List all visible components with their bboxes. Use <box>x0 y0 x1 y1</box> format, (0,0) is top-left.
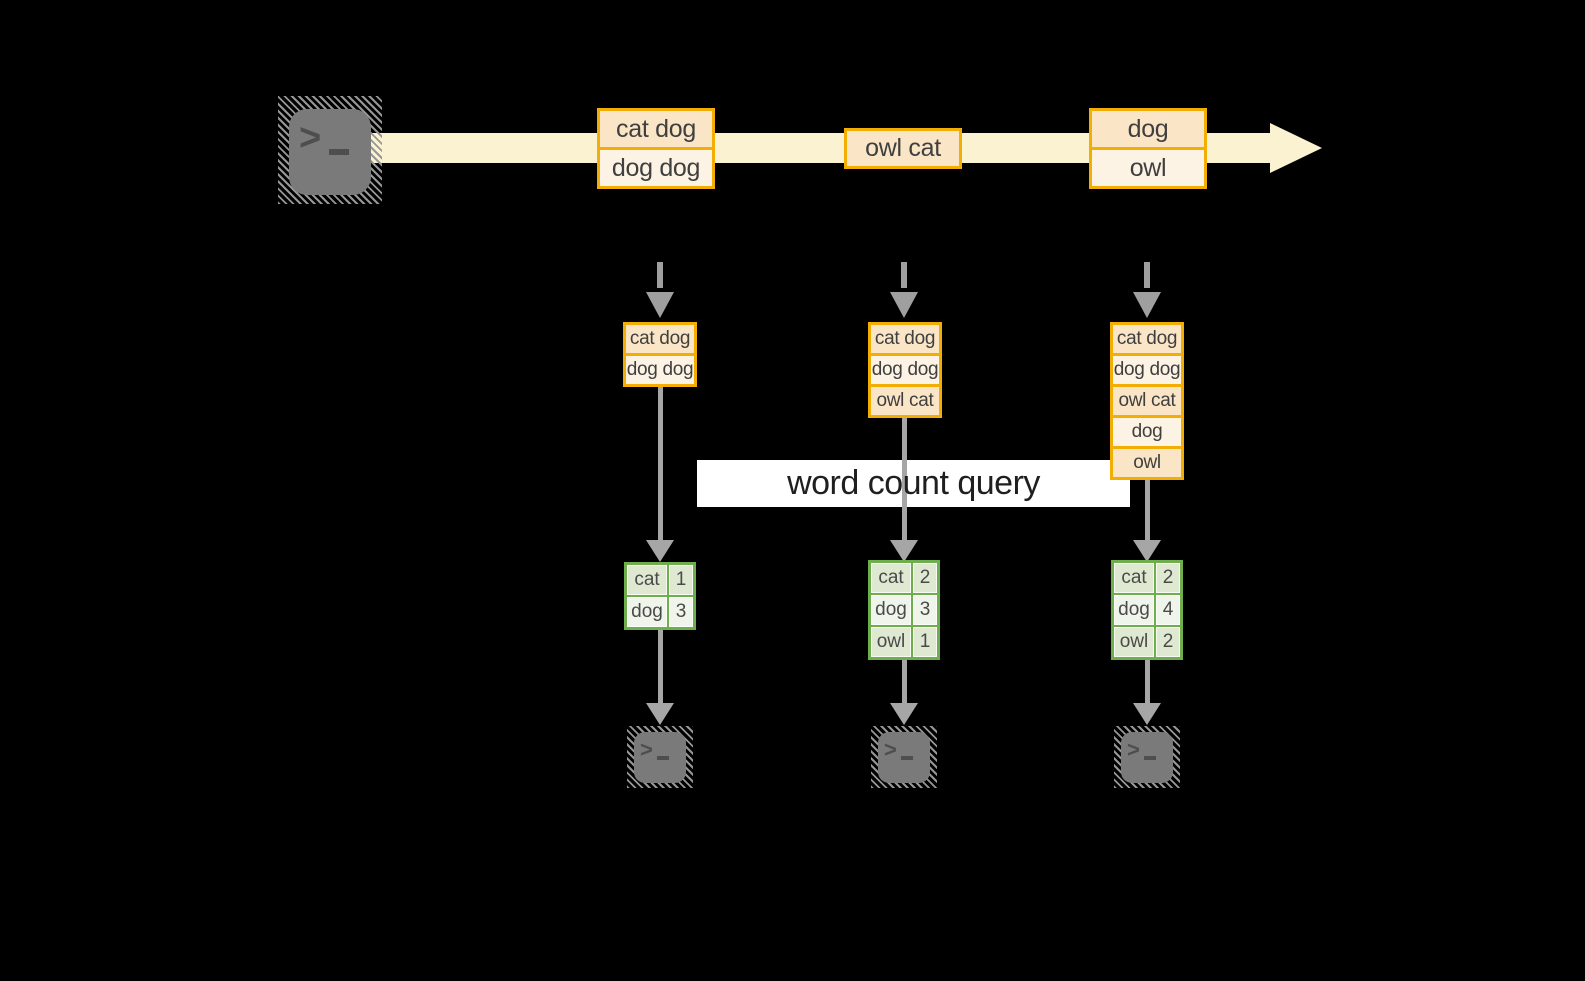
record-row: dog <box>1092 111 1204 147</box>
arrowhead-icon <box>1133 540 1161 562</box>
cursor-underscore-icon <box>1144 756 1156 760</box>
connector-line <box>658 630 663 703</box>
count-cell: 3 <box>669 597 693 627</box>
count-cell: 4 <box>1156 595 1180 625</box>
record-row: owl <box>1113 446 1181 477</box>
dashed-arrowhead-icon <box>1133 292 1161 318</box>
dashed-arrow-icon <box>901 262 907 288</box>
sink-terminal-icon: > <box>1114 726 1180 788</box>
prompt-chevron-icon: > <box>1127 737 1140 762</box>
query-strip <box>697 460 1130 507</box>
arrowhead-icon <box>1133 703 1161 725</box>
stream-band-arrowhead-icon <box>1270 123 1322 173</box>
cursor-underscore-icon <box>901 756 913 760</box>
count-cell: 1 <box>913 627 937 657</box>
count-cell: 2 <box>913 563 937 593</box>
terminal-screen: > <box>289 109 371 195</box>
stream-event-box-2: owl cat <box>844 128 962 169</box>
sink-terminal-icon: > <box>871 726 937 788</box>
connector-line <box>1145 660 1150 703</box>
word-cell: cat <box>627 565 667 595</box>
arrowhead-icon <box>646 540 674 562</box>
record-row: cat dog <box>1113 325 1181 353</box>
connector-line <box>1145 480 1150 540</box>
word-cell: cat <box>871 563 911 593</box>
arrowhead-icon <box>890 540 918 562</box>
word-cell: dog <box>1114 595 1154 625</box>
record-row: dog dog <box>1113 353 1181 384</box>
dashed-arrow-icon <box>657 262 663 288</box>
count-cell: 2 <box>1156 563 1180 593</box>
query-label: word count query <box>787 464 1040 502</box>
count-cell: 1 <box>669 565 693 595</box>
connector-line <box>902 418 907 540</box>
record-row: owl <box>1092 147 1204 186</box>
record-row: owl cat <box>871 384 939 415</box>
connector-line <box>902 660 907 703</box>
record-row: dog dog <box>600 147 712 186</box>
word-cell: owl <box>871 627 911 657</box>
dashed-arrow-icon <box>1144 262 1150 288</box>
prompt-chevron-icon: > <box>640 737 653 762</box>
word-cell: dog <box>627 597 667 627</box>
cursor-underscore-icon <box>657 756 669 760</box>
word-cell: owl <box>1114 627 1154 657</box>
source-terminal-icon: > <box>278 96 382 204</box>
record-row: owl cat <box>847 131 959 166</box>
record-row: owl cat <box>1113 384 1181 415</box>
record-row: cat dog <box>626 325 694 353</box>
count-cell: 3 <box>913 595 937 625</box>
prompt-chevron-icon: > <box>884 737 897 762</box>
sink-terminal-icon: > <box>627 726 693 788</box>
prompt-chevron-icon: > <box>299 117 322 159</box>
record-row: dog <box>1113 415 1181 446</box>
terminal-screen: > <box>878 732 930 783</box>
record-row: dog dog <box>626 353 694 384</box>
terminal-screen: > <box>1121 732 1173 783</box>
record-row: cat dog <box>600 111 712 147</box>
count-cell: 2 <box>1156 627 1180 657</box>
arrowhead-icon <box>646 703 674 725</box>
word-cell: cat <box>1114 563 1154 593</box>
terminal-screen: > <box>634 732 686 783</box>
word-cell: dog <box>871 595 911 625</box>
dashed-arrowhead-icon <box>646 292 674 318</box>
arrowhead-icon <box>890 703 918 725</box>
record-row: dog dog <box>871 353 939 384</box>
record-row: cat dog <box>871 325 939 353</box>
cursor-underscore-icon <box>329 149 349 155</box>
connector-line <box>658 387 663 540</box>
dashed-arrowhead-icon <box>890 292 918 318</box>
